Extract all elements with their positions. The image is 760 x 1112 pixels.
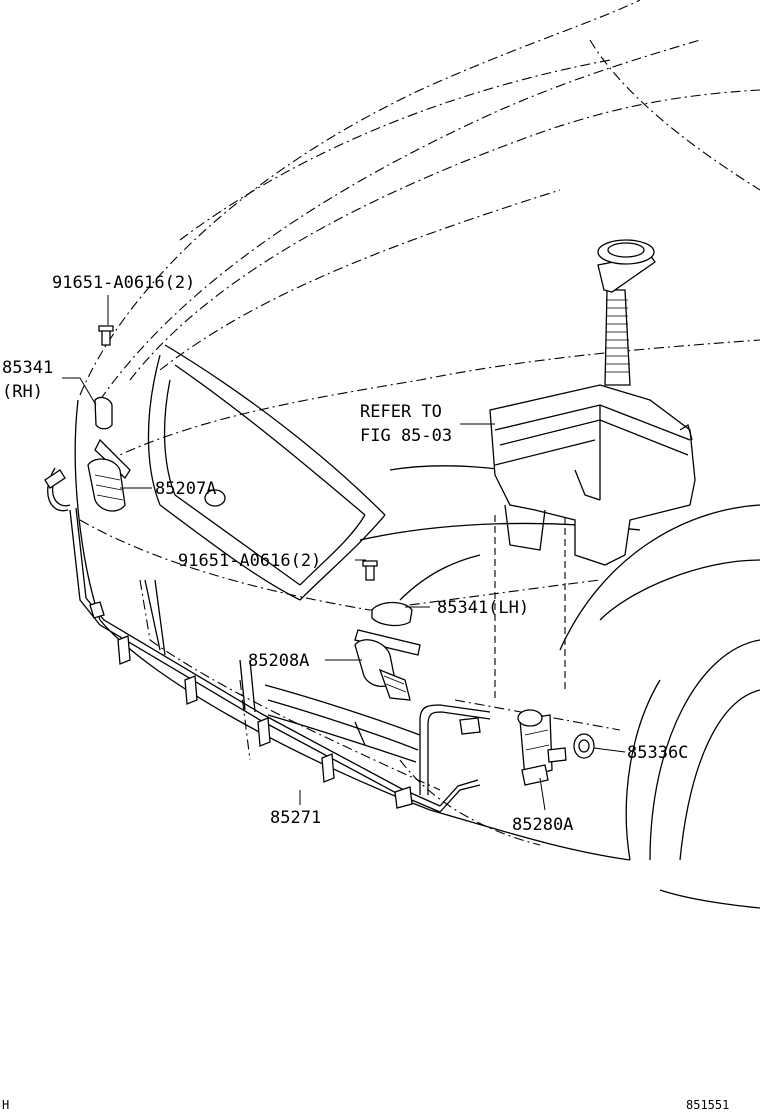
- label-pump: 85280A: [512, 815, 573, 835]
- label-bolt-mid: 91651-A0616(2): [178, 551, 321, 571]
- label-grommet: 85336C: [627, 743, 688, 763]
- label-bolt-top: 91651-A0616(2): [52, 273, 195, 293]
- grommet: [573, 733, 595, 759]
- front-wheel-fender: [559, 504, 760, 909]
- leader-lines: [62, 295, 626, 811]
- label-nozzle-lh: 85208A: [248, 651, 309, 671]
- filler-neck-ribs: [605, 299, 630, 373]
- label-cover-lh: 85341(LH): [437, 598, 529, 618]
- label-cover-rh-side: (RH): [2, 382, 43, 402]
- front-grille: [147, 344, 386, 601]
- label-cover-rh-number: 85341: [2, 358, 53, 378]
- nozzle-lh-assembly: [354, 560, 421, 701]
- footer-right-code: 851551: [686, 1098, 729, 1112]
- footer-left-code: H: [2, 1098, 9, 1112]
- nozzle-rh-assembly: [87, 325, 131, 512]
- label-refer-line1: REFER TO: [360, 402, 442, 422]
- label-refer-line2: FIG 85-03: [360, 426, 452, 446]
- washer-pump: [517, 709, 567, 786]
- washer-reservoir: [489, 239, 696, 566]
- label-hose: 85271: [270, 808, 321, 828]
- washer-hose: [44, 467, 491, 813]
- label-nozzle-rh: 85207A: [155, 479, 216, 499]
